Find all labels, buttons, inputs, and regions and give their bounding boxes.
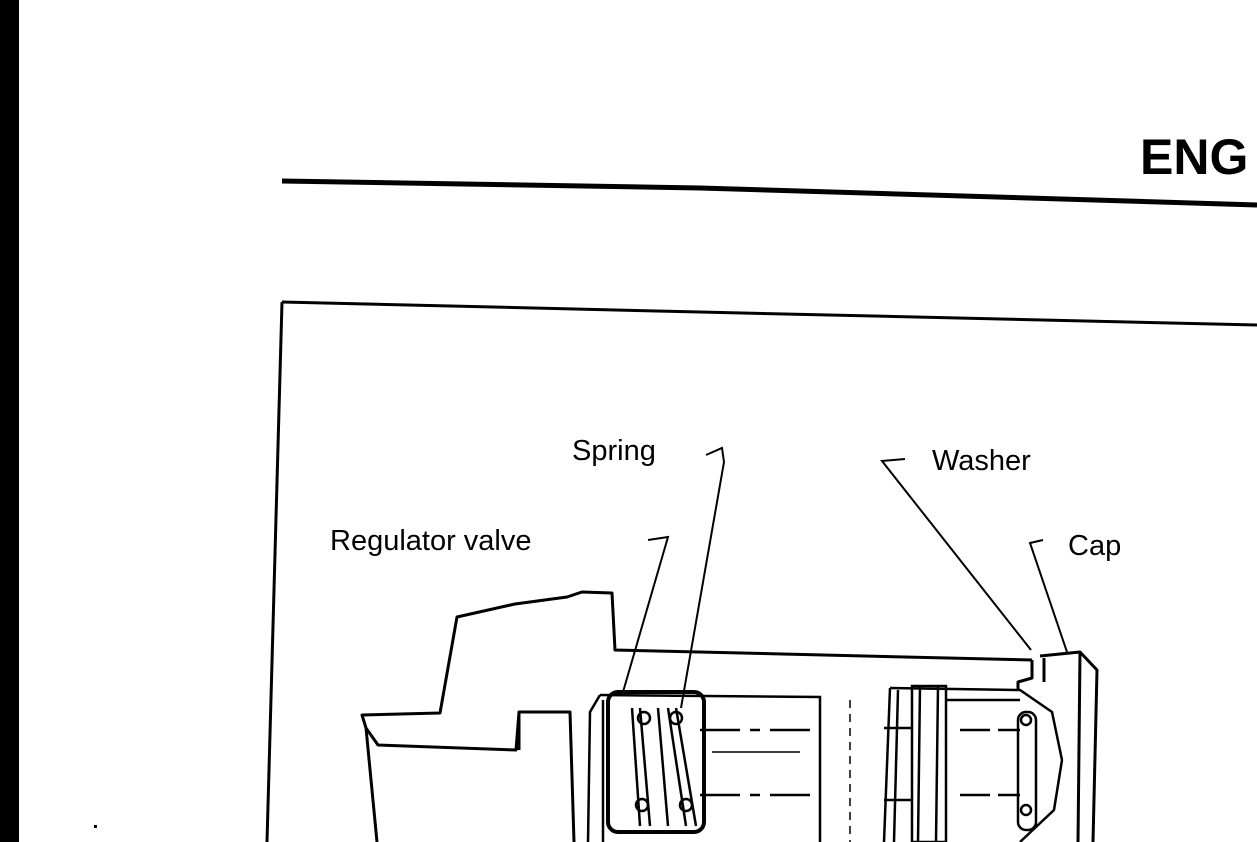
figure-frame [265, 300, 1257, 842]
label-spring: Spring [572, 435, 656, 467]
plug-assembly [849, 684, 1064, 842]
heading-rule [281, 178, 1257, 208]
label-cap: Cap [1068, 530, 1121, 562]
valve-body [586, 690, 822, 842]
leader-lines [622, 446, 1068, 709]
leader-regulator-valve [622, 535, 670, 693]
label-washer: Washer [932, 445, 1031, 477]
leader-washer [880, 458, 1032, 651]
scan-edge-bar [0, 0, 19, 842]
label-regulator-valve: Regulator valve [330, 525, 532, 557]
section-heading: ENG [1140, 129, 1248, 185]
leader-cap [1028, 539, 1068, 653]
scan-dot [94, 825, 97, 828]
spring-chamber [606, 690, 706, 834]
housing-outline [360, 590, 1099, 842]
leader-spring [680, 446, 726, 709]
spring-coil [630, 707, 642, 827]
